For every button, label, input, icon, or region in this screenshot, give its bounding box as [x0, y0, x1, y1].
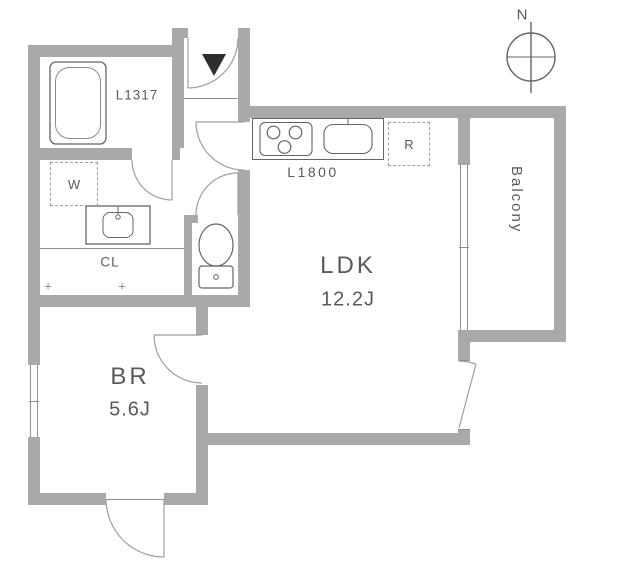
north-compass-icon — [506, 22, 556, 93]
stove-burner-icon — [277, 140, 292, 154]
wall-bath-bottom-stub — [172, 148, 180, 160]
door-arc-entrance — [187, 37, 239, 89]
ldk-size-label: 12.2J — [321, 288, 375, 311]
vanity-drain-icon — [115, 214, 121, 220]
bathtub-inner — [55, 67, 101, 139]
wall-corridor-right — [238, 170, 250, 307]
bathtub-label: L1317 — [115, 87, 159, 103]
wall-balcony-right — [554, 106, 566, 342]
wall-right-upper — [458, 106, 470, 165]
bathtub — [49, 61, 107, 145]
window-balcony-sliding-door — [459, 165, 469, 330]
door-swings — [105, 37, 477, 558]
stove-burner-icon — [266, 125, 281, 140]
sink-basin — [323, 123, 373, 155]
kitchen-counter-label: L1800 — [287, 164, 339, 180]
vanity — [85, 205, 151, 245]
stove-burner-icon — [288, 125, 303, 140]
wall-left-lower — [28, 437, 40, 505]
module-cross-mark: + — [44, 278, 52, 294]
wall-balcony-bottom — [470, 330, 566, 342]
door-arc-bathroom — [131, 159, 173, 201]
bedroom-name-label: BR — [110, 363, 150, 390]
entrance-triangle-marker — [202, 54, 226, 76]
wall-br-right-upper — [196, 307, 208, 335]
wall-bath-right — [172, 45, 184, 148]
toilet-bowl — [198, 223, 234, 267]
wall-mid-horizontal — [28, 295, 250, 307]
washer-label: W — [67, 176, 81, 192]
wall-bottom-left — [28, 493, 106, 505]
wall-bath-bottom — [28, 148, 132, 160]
wall-entry-top-stub — [172, 28, 188, 38]
door-arc-ldk — [195, 121, 245, 171]
door-arc-bottom — [105, 498, 165, 558]
wall-toilet-left — [184, 215, 192, 295]
fixtures — [49, 61, 384, 289]
bedroom-size-label: 5.6J — [109, 398, 151, 421]
door-arc-right-casement — [458, 360, 477, 429]
balcony-label: Balcony — [508, 166, 525, 234]
wall-left-upper — [28, 45, 40, 365]
ldk-name-label: LDK — [320, 252, 376, 279]
door-arc-toilet — [195, 172, 239, 216]
toilet-button-icon — [213, 274, 219, 280]
refrigerator-space-box: R — [388, 122, 430, 166]
washer-space-box: W — [50, 162, 98, 206]
wall-ldk-bottom — [196, 433, 470, 445]
wall-entry-right — [238, 28, 250, 122]
module-cross-mark: + — [118, 278, 126, 294]
wall-kitchen-top — [250, 106, 458, 118]
windows — [29, 98, 470, 500]
wall-balcony-top — [470, 106, 566, 118]
wall-bath-top — [28, 45, 184, 57]
toilet — [198, 223, 234, 289]
door-arc-bedroom — [153, 334, 203, 384]
window-br-left — [29, 365, 39, 437]
walls — [28, 28, 566, 505]
closet-label: CL — [100, 254, 120, 270]
north-label: N — [516, 6, 528, 24]
refrigerator-label: R — [404, 136, 414, 152]
kitchen-counter — [252, 118, 384, 160]
wall-right-mid — [458, 330, 470, 360]
